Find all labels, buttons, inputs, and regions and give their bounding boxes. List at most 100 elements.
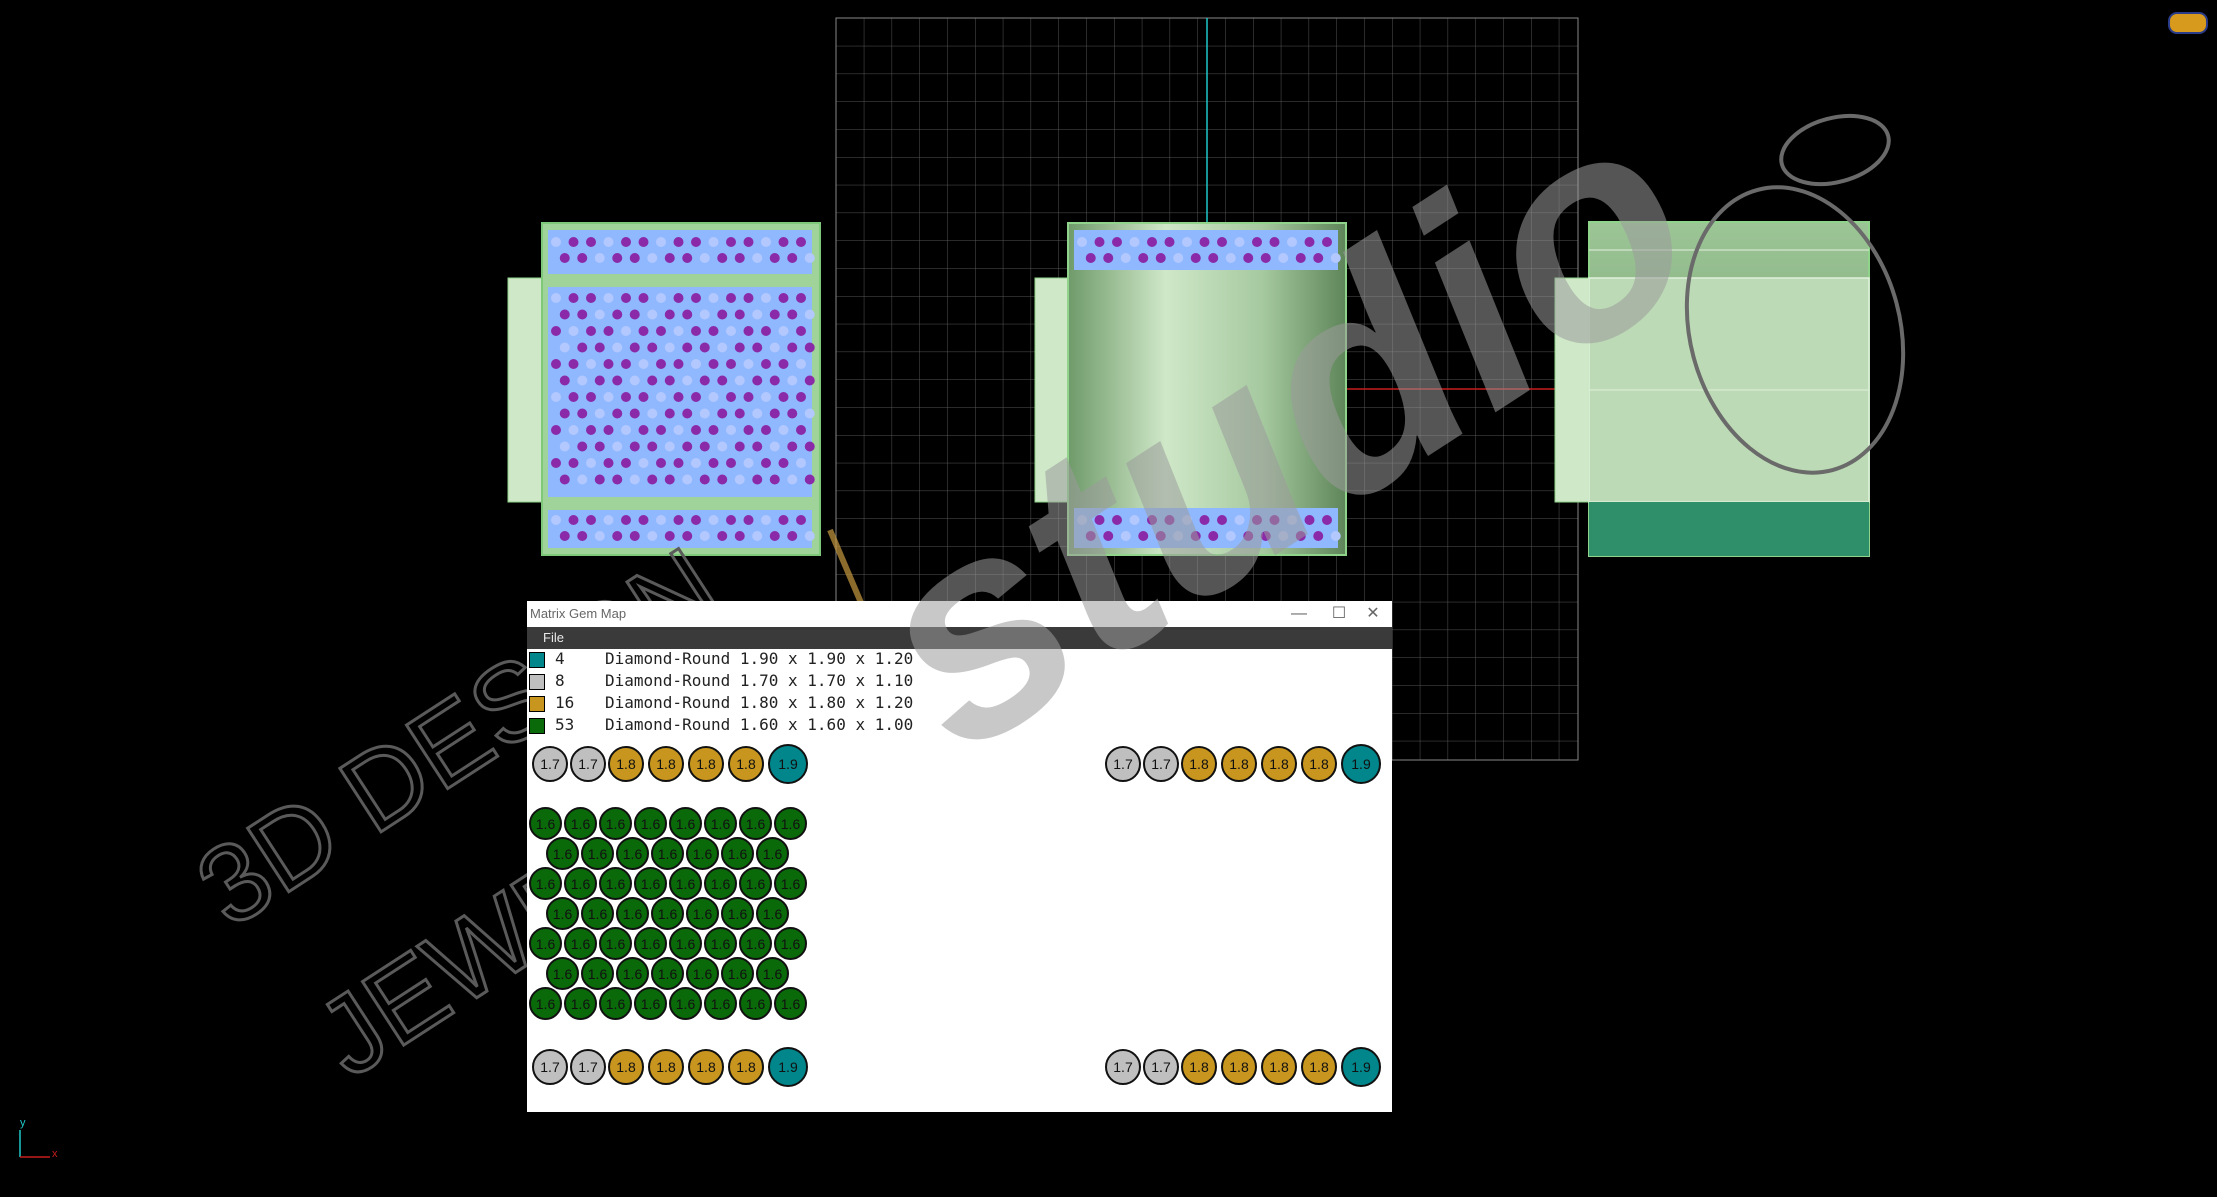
app-badge-icon[interactable]: [2168, 12, 2208, 34]
gem-circle[interactable]: 1.7: [1143, 1049, 1179, 1085]
gem-dot: [787, 474, 798, 485]
minimize-button[interactable]: —: [1291, 605, 1307, 622]
gem-dot: [1269, 237, 1280, 247]
gem-circle[interactable]: 1.6: [529, 807, 562, 840]
gem-circle[interactable]: 1.8: [1181, 1049, 1217, 1085]
gem-circle[interactable]: 1.6: [669, 927, 702, 960]
gem-circle[interactable]: 1.9: [768, 1047, 808, 1087]
gem-circle[interactable]: 1.6: [546, 837, 579, 870]
gem-circle[interactable]: 1.6: [564, 927, 597, 960]
gem-dot: [1234, 515, 1245, 525]
gem-circle[interactable]: 1.6: [564, 807, 597, 840]
gem-circle[interactable]: 1.6: [616, 837, 649, 870]
gem-circle[interactable]: 1.6: [651, 957, 684, 990]
gem-circle[interactable]: 1.6: [721, 957, 754, 990]
gem-circle[interactable]: 1.6: [704, 807, 737, 840]
gem-circle[interactable]: 1.8: [1301, 746, 1337, 782]
gem-circle[interactable]: 1.6: [546, 897, 579, 930]
gem-circle[interactable]: 1.6: [739, 927, 772, 960]
gem-circle[interactable]: 1.6: [774, 927, 807, 960]
gem-circle[interactable]: 1.9: [1341, 1047, 1381, 1087]
gem-circle[interactable]: 1.7: [532, 1049, 568, 1085]
gem-circle[interactable]: 1.8: [728, 746, 764, 782]
gem-dot: [699, 474, 710, 485]
gem-circle[interactable]: 1.7: [570, 1049, 606, 1085]
gem-circle[interactable]: 1.7: [1143, 746, 1179, 782]
gem-dot: [796, 425, 806, 435]
gem-circle[interactable]: 1.6: [634, 867, 667, 900]
gem-dot: [769, 253, 780, 263]
gem-circle[interactable]: 1.8: [688, 1049, 724, 1085]
gem-circle[interactable]: 1.6: [529, 927, 562, 960]
menu-file[interactable]: File: [543, 630, 564, 645]
gem-circle[interactable]: 1.6: [529, 867, 562, 900]
gem-circle[interactable]: 1.6: [739, 867, 772, 900]
gem-circle[interactable]: 1.6: [669, 867, 702, 900]
gem-circle[interactable]: 1.6: [686, 957, 719, 990]
gem-circle[interactable]: 1.6: [704, 927, 737, 960]
gem-dot: [796, 515, 806, 525]
gem-size-label: 1.6: [675, 995, 696, 1012]
gem-circle[interactable]: 1.6: [651, 837, 684, 870]
gem-circle[interactable]: 1.6: [581, 837, 614, 870]
gem-circle[interactable]: 1.6: [616, 897, 649, 930]
gem-circle[interactable]: 1.6: [686, 837, 719, 870]
gem-circle[interactable]: 1.6: [599, 807, 632, 840]
gem-circle[interactable]: 1.6: [651, 897, 684, 930]
gem-circle[interactable]: 1.7: [1105, 746, 1141, 782]
gem-circle[interactable]: 1.8: [608, 1049, 644, 1085]
gem-circle[interactable]: 1.8: [1221, 746, 1257, 782]
gem-circle[interactable]: 1.6: [721, 837, 754, 870]
gem-circle[interactable]: 1.6: [669, 807, 702, 840]
gem-dot: [577, 375, 588, 386]
gem-circle[interactable]: 1.6: [599, 927, 632, 960]
gem-circle[interactable]: 1.9: [1341, 744, 1381, 784]
gem-circle[interactable]: 1.6: [756, 897, 789, 930]
gem-circle[interactable]: 1.8: [1301, 1049, 1337, 1085]
gem-circle[interactable]: 1.6: [756, 837, 789, 870]
maximize-button[interactable]: ☐: [1331, 605, 1347, 622]
gem-circle[interactable]: 1.6: [739, 987, 772, 1020]
window-titlebar[interactable]: Matrix Gem Map — ☐ ✕: [527, 601, 1392, 627]
gem-circle[interactable]: 1.8: [648, 1049, 684, 1085]
gem-circle[interactable]: 1.8: [1261, 1049, 1297, 1085]
gem-circle[interactable]: 1.6: [581, 957, 614, 990]
gem-circle[interactable]: 1.6: [774, 867, 807, 900]
gem-circle[interactable]: 1.6: [599, 867, 632, 900]
gem-circle[interactable]: 1.8: [728, 1049, 764, 1085]
gem-circle[interactable]: 1.6: [546, 957, 579, 990]
gem-circle[interactable]: 1.6: [634, 927, 667, 960]
gem-circle[interactable]: 1.8: [1261, 746, 1297, 782]
gem-circle[interactable]: 1.6: [704, 867, 737, 900]
gem-circle[interactable]: 1.6: [529, 987, 562, 1020]
gem-circle[interactable]: 1.6: [756, 957, 789, 990]
gem-circle[interactable]: 1.6: [599, 987, 632, 1020]
gem-circle[interactable]: 1.6: [564, 987, 597, 1020]
matrix-gem-map-window[interactable]: Matrix Gem Map — ☐ ✕ File 4 Diamond-Roun…: [527, 601, 1392, 1112]
gem-circle[interactable]: 1.8: [608, 746, 644, 782]
gem-circle[interactable]: 1.6: [669, 987, 702, 1020]
gem-circle[interactable]: 1.6: [739, 807, 772, 840]
gem-circle[interactable]: 1.6: [564, 867, 597, 900]
gem-circle[interactable]: 1.7: [1105, 1049, 1141, 1085]
gem-circle[interactable]: 1.6: [616, 957, 649, 990]
gem-circle[interactable]: 1.6: [634, 987, 667, 1020]
gem-circle[interactable]: 1.8: [688, 746, 724, 782]
close-button[interactable]: ✕: [1366, 605, 1380, 622]
gem-circle[interactable]: 1.7: [570, 746, 606, 782]
gem-circle[interactable]: 1.6: [774, 987, 807, 1020]
gem-circle[interactable]: 1.6: [774, 807, 807, 840]
gem-circle[interactable]: 1.6: [581, 897, 614, 930]
gem-circle[interactable]: 1.8: [648, 746, 684, 782]
legend-count: 8: [555, 671, 565, 690]
gem-circle[interactable]: 1.6: [704, 987, 737, 1020]
gem-circle[interactable]: 1.7: [532, 746, 568, 782]
gem-circle[interactable]: 1.8: [1181, 746, 1217, 782]
gem-circle[interactable]: 1.6: [686, 897, 719, 930]
gem-circle[interactable]: 1.9: [768, 744, 808, 784]
gem-circle[interactable]: 1.6: [634, 807, 667, 840]
gem-dot: [726, 515, 736, 525]
gem-circle[interactable]: 1.8: [1221, 1049, 1257, 1085]
gem-circle[interactable]: 1.6: [721, 897, 754, 930]
